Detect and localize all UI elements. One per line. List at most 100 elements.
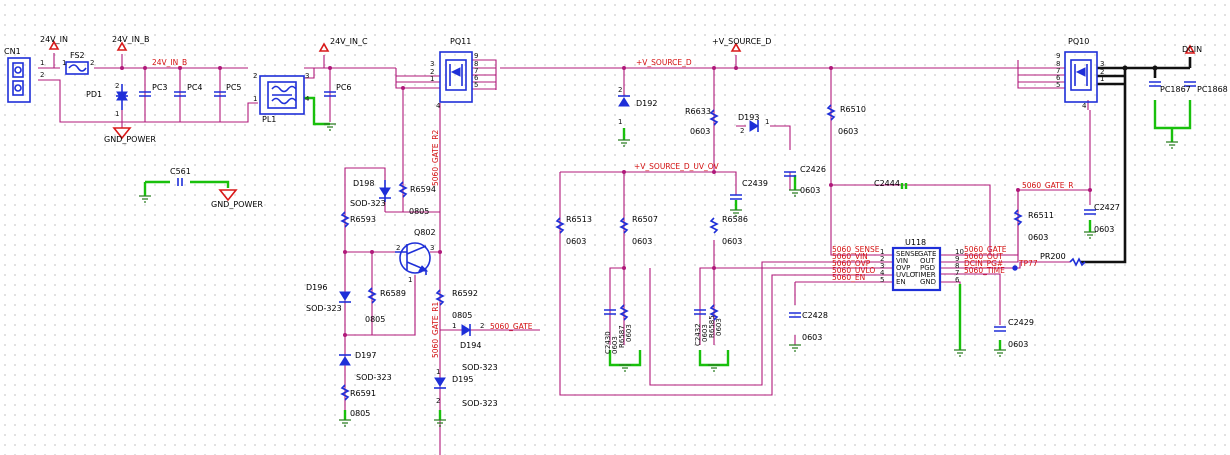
tvs-diode-pd1[interactable] <box>116 84 128 110</box>
val-r6591: 0805 <box>350 409 370 418</box>
capacitor-c2426[interactable] <box>784 171 796 177</box>
val-r6510: 0603 <box>838 127 858 136</box>
u118-pin-num-4: 4 <box>880 269 885 277</box>
val-r6594: 0805 <box>409 207 429 216</box>
capacitor-c2439[interactable] <box>730 194 742 200</box>
resistor-r6589[interactable] <box>367 287 377 304</box>
pkg-d197: SOD-323 <box>356 373 392 382</box>
gnd-power-label-1: GND_POWER <box>104 135 156 144</box>
fs2-pin-2: 2 <box>90 59 94 67</box>
capacitor-c561[interactable] <box>177 178 183 186</box>
capacitor-c2444[interactable] <box>900 183 908 189</box>
ref-r6507: R6507 <box>632 215 658 224</box>
pq10-pin-7: 7 <box>1056 67 1060 75</box>
wire-label-gate-r2: 5060_GATE_R2 <box>431 130 440 186</box>
u118-pin-num-6: 6 <box>955 276 960 284</box>
capacitor-c2429[interactable] <box>994 326 1006 332</box>
val-r6592: 0805 <box>452 311 472 320</box>
resistor-r6511[interactable] <box>1013 209 1023 226</box>
resistor-r6591[interactable] <box>340 384 350 401</box>
diode-d197[interactable] <box>339 354 351 366</box>
wire-label-source-d-uv-ov: +V_SOURCE_D_UV_OV <box>634 162 720 171</box>
resistor-r6507[interactable] <box>619 217 629 234</box>
ref-c2427: C2427 <box>1094 203 1120 212</box>
resistor-r6586[interactable] <box>709 217 719 234</box>
ref-pc4: PC4 <box>187 83 203 92</box>
ref-pl1: PL1 <box>262 115 276 124</box>
fs2-pin-1: 1 <box>62 59 66 67</box>
diode-d196[interactable] <box>339 291 351 303</box>
resistor-r6594[interactable] <box>398 181 408 198</box>
ref-pc5: PC5 <box>226 83 242 92</box>
pd1-pin-1: 1 <box>115 110 119 118</box>
ref-d194: D194 <box>460 341 481 350</box>
testpoint-tp77[interactable] <box>1012 265 1018 271</box>
q802-pin-3: 3 <box>430 244 434 252</box>
val-c2432: 0603 <box>701 324 709 342</box>
u118-pin-num-1: 1 <box>880 248 884 256</box>
d194-pin-1: 1 <box>452 322 456 330</box>
pq10-pin-2: 2 <box>1100 68 1104 76</box>
d192-pin-1: 1 <box>618 118 622 126</box>
ref-q802: Q802 <box>414 228 436 237</box>
u118-pin-name-timer: TIMER <box>913 271 936 279</box>
transistor-q802[interactable] <box>395 242 431 275</box>
capacitor-c2432[interactable] <box>694 309 706 315</box>
capacitor-c2427[interactable] <box>1084 209 1096 215</box>
pkg-d195: SOD-323 <box>462 399 498 408</box>
pq11-pin-4: 4 <box>436 102 441 110</box>
diode-d198[interactable] <box>379 180 391 202</box>
ref-r6587: R6587 <box>618 325 626 348</box>
val-c2428: 0603 <box>802 333 822 342</box>
val-r6585: 0603 <box>715 318 723 336</box>
resistor-r6510[interactable] <box>826 104 836 121</box>
u118-net-timer: 5060_TIME <box>964 266 1005 275</box>
pd1-pin-2: 2 <box>115 82 119 90</box>
u118-net-ovp: 5060_OVP <box>832 259 871 268</box>
ref-pc1867: PC1867 <box>1160 85 1191 94</box>
u118-net-gate: 5060_GATE <box>964 245 1007 254</box>
capacitor-pc3[interactable] <box>139 91 151 97</box>
val-r6586: 0603 <box>722 237 742 246</box>
resistor-r6593[interactable] <box>340 211 350 228</box>
capacitor-pc4[interactable] <box>174 91 186 97</box>
resistor-r6592[interactable] <box>435 289 445 306</box>
diode-d193[interactable] <box>749 120 759 132</box>
capacitor-pc1867[interactable] <box>1149 81 1161 87</box>
d195-pin-1: 1 <box>436 368 440 376</box>
d192-pin-2: 2 <box>618 86 622 94</box>
capacitor-c2430[interactable] <box>604 309 616 315</box>
resistor-pr200[interactable] <box>1069 257 1086 267</box>
ref-d198: D198 <box>353 179 374 188</box>
resistor-r6513[interactable] <box>555 217 565 234</box>
ic-u118[interactable] <box>891 246 942 292</box>
capacitor-c2428[interactable] <box>789 312 801 318</box>
capacitor-pc5[interactable] <box>214 91 226 97</box>
ground-symbols <box>139 123 1178 427</box>
pq10-pin-1: 1 <box>1100 75 1104 83</box>
d193-pin-2: 2 <box>740 127 744 135</box>
mosfet-pq10[interactable] <box>1064 51 1098 103</box>
ref-r6513: R6513 <box>566 215 592 224</box>
connector-cn1[interactable] <box>7 57 31 103</box>
val-r6587: 0603 <box>625 324 633 342</box>
pq11-pin-9: 9 <box>474 52 478 60</box>
diode-d195[interactable] <box>434 377 446 389</box>
mosfet-pq11[interactable] <box>439 51 473 103</box>
capacitor-pc6[interactable] <box>324 91 336 97</box>
resistor-r6633[interactable] <box>709 109 719 126</box>
capacitor-pc1868[interactable] <box>1184 81 1196 87</box>
ref-r6510: R6510 <box>840 105 866 114</box>
resistor-r6587[interactable] <box>619 304 629 321</box>
pkg-d198: SOD-323 <box>350 199 386 208</box>
resistor-r6585[interactable] <box>709 304 719 321</box>
u118-pin-num-3: 3 <box>880 262 884 270</box>
u118-pin-num-5: 5 <box>880 276 884 284</box>
q802-pin-1: 1 <box>408 276 412 284</box>
choke-pl1[interactable] <box>259 75 305 115</box>
ref-r6591: R6591 <box>350 389 376 398</box>
diode-d194[interactable] <box>461 324 471 336</box>
diode-d192[interactable] <box>618 95 630 107</box>
fuse-fs2[interactable] <box>65 61 89 75</box>
